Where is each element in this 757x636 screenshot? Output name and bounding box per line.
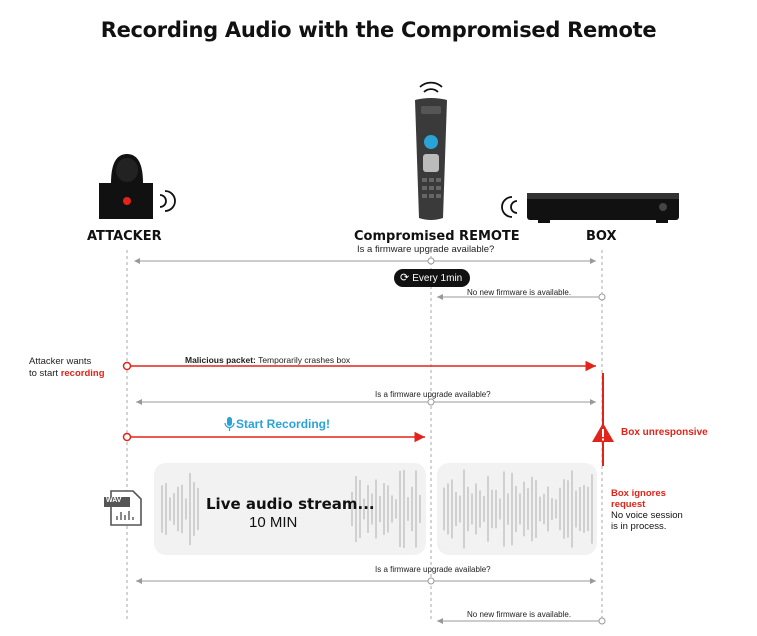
actor-label-box: BOX <box>586 229 617 244</box>
note-attacker-wants-line1: Attacker wants <box>29 356 92 367</box>
message-q3: Is a firmware upgrade available? <box>375 565 491 574</box>
message-start-recording: Start Recording! <box>236 417 331 431</box>
warning-icon <box>592 423 614 442</box>
wav-label: WAV <box>106 497 122 504</box>
message-malicious: Malicious packet: Temporarily crashes bo… <box>185 355 351 365</box>
message-r1: No new firmware is available. <box>467 288 572 297</box>
note-attacker-wants: Attacker wants to start recording <box>29 356 105 380</box>
diagram-title: Recording Audio with the Compromised Rem… <box>100 18 657 42</box>
note-box-ignores: Box ignores request No voice session is … <box>611 488 683 532</box>
message-r2: No new firmware is available. <box>467 610 572 619</box>
actor-label-attacker: ATTACKER <box>87 229 162 244</box>
duration-label: 10 MIN <box>249 514 298 531</box>
hacker-icon <box>99 154 176 219</box>
live-audio-stream-label: Live audio stream... <box>206 495 375 513</box>
audio-stream-panel-right <box>437 463 597 555</box>
refresh-icon: ⟳ <box>400 272 410 284</box>
every-1min-badge: ⟳Every 1min <box>394 269 471 287</box>
every-1min-label: Every 1min <box>412 273 463 284</box>
message-q1: Is a firmware upgrade available? <box>357 244 495 255</box>
audio-stream-panel <box>154 463 426 555</box>
message-q2: Is a firmware upgrade available? <box>375 390 491 399</box>
note-attacker-wants-line2: to start recording <box>29 368 105 379</box>
settop-box-icon <box>501 193 679 223</box>
microphone-icon <box>224 417 235 431</box>
waveform <box>161 469 593 549</box>
actor-label-remote: Compromised REMOTE <box>354 229 520 244</box>
remote-icon <box>415 81 447 220</box>
note-box-unresponsive: Box unresponsive <box>621 427 708 438</box>
wav-file-icon <box>104 490 142 526</box>
